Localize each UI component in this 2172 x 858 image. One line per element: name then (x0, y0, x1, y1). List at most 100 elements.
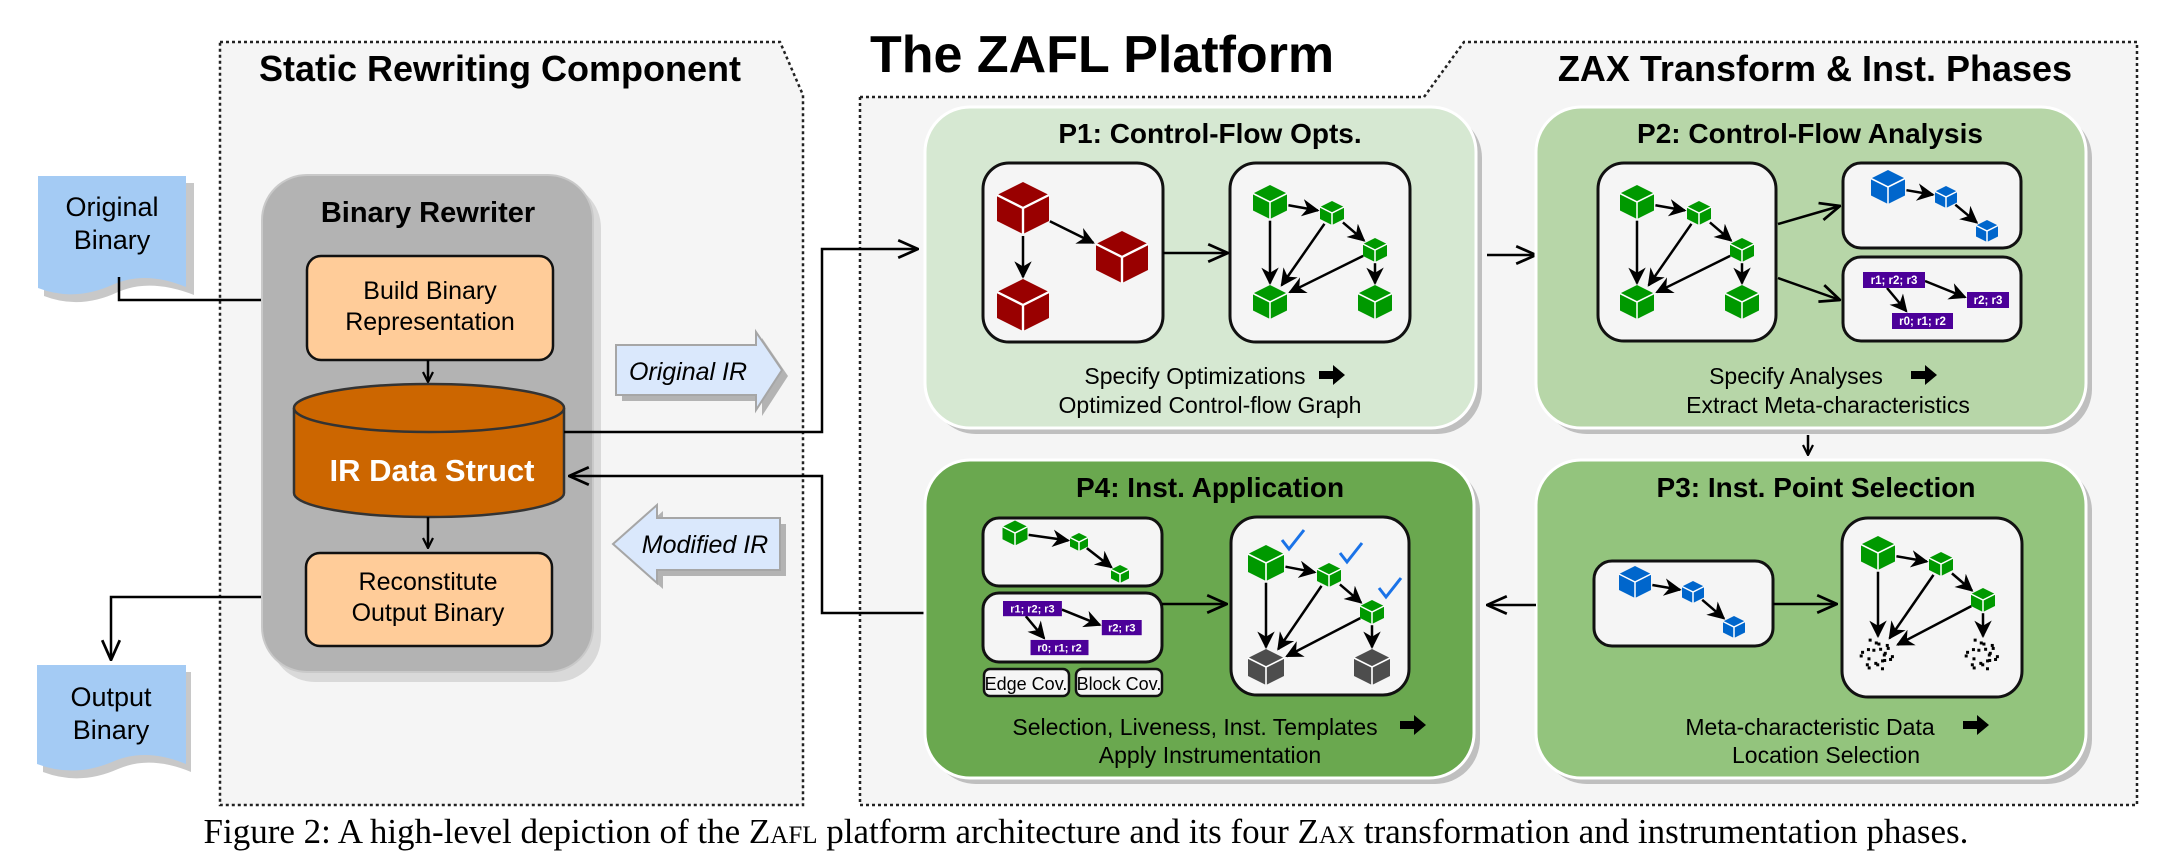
static-component-title: Static Rewriting Component (259, 48, 741, 89)
modified-ir-arrow: Modified IR (611, 502, 786, 589)
cfg-edge (1888, 574, 1935, 640)
p2-right-arrow-icon (1911, 365, 1937, 385)
block-coverage-option: Block Cov. (1074, 667, 1164, 698)
svg-text:r0; r1; r2: r0; r1; r2 (1037, 643, 1081, 655)
p3-right-arrow-icon (1963, 715, 1989, 735)
liveness-label: r2; r3 (1967, 292, 2009, 308)
output-binary-doc: Output Binary (37, 665, 191, 779)
caption-zax-initial: Z (1297, 812, 1319, 851)
p1-title: P1: Control-Flow Opts. (1058, 118, 1361, 149)
cube-icon (1934, 186, 1958, 208)
cube-icon (1619, 185, 1655, 219)
original-binary-line2: Binary (74, 225, 151, 255)
cube-icon (996, 182, 1050, 234)
ir-data-struct-cylinder: IR Data Struct (292, 382, 566, 519)
p2-line2: Extract Meta-characteristics (1686, 392, 1970, 418)
p1-line1: Specify Optimizations (1084, 363, 1305, 389)
output-binary-line1: Output (70, 682, 152, 712)
p4-line1: Selection, Liveness, Inst. Templates (1012, 714, 1377, 740)
p1-line2: Optimized Control-flow Graph (1059, 392, 1362, 418)
caption-zafl-initial: Z (748, 812, 771, 851)
p3-title: P3: Inst. Point Selection (1657, 472, 1976, 503)
p1-right-arrow-icon (1319, 365, 1345, 385)
cube-icon (1975, 220, 1999, 242)
edge-ir-to-p1 (564, 249, 918, 434)
cfg-edge (1655, 254, 1731, 294)
cfg-edge (1086, 547, 1113, 569)
liveness-label: r1; r2; r3 (1003, 601, 1062, 617)
binary-rewriter-title: Binary Rewriter (321, 197, 535, 229)
svg-text:r1; r2; r3: r1; r2; r3 (1010, 604, 1054, 616)
original-ir-arrow: Original IR (615, 328, 788, 416)
cube-icon (1110, 565, 1130, 583)
cube-icon (1357, 285, 1393, 319)
liveness-label: r1; r2; r3 (1863, 272, 1925, 288)
edge-coverage-label: Edge Cov. (985, 674, 1068, 694)
edge-reconstitute-to-output (111, 595, 306, 660)
caption-prefix: Figure 2: A high-level depiction of the (203, 812, 749, 851)
edge-p2-cfg-to-path (1777, 206, 1840, 226)
edge-p2-cfg-to-liveness (1777, 276, 1840, 300)
cube-icon (1970, 588, 1996, 612)
liveness-label: r2; r3 (1101, 620, 1142, 636)
cube-icon (1353, 649, 1391, 685)
reconstitute-line2: Output Binary (352, 599, 505, 627)
liveness-label: r0; r1; r2 (1892, 313, 1953, 329)
svg-text:r0; r1; r2: r0; r1; r2 (1899, 316, 1946, 328)
figure-caption: Figure 2: A high-level depiction of the … (0, 812, 2172, 852)
cube-icon (1870, 170, 1906, 204)
checkmark-icon (1280, 529, 1306, 552)
modified-ir-label: Modified IR (642, 531, 768, 559)
checkmark-icon (1338, 542, 1364, 565)
cfg-edge (1886, 287, 1908, 313)
cfg-edge (1285, 616, 1361, 658)
cfg-edge (1896, 550, 1929, 568)
cube-icon (996, 279, 1050, 331)
ir-data-struct-label: IR Data Struct (330, 453, 535, 488)
cube-icon (1724, 285, 1760, 319)
cfg-edge (1049, 220, 1095, 244)
cube-icon (1247, 649, 1285, 685)
cube-icon (1319, 201, 1345, 225)
p3-line1: Meta-characteristic Data (1685, 714, 1934, 740)
zax-title: ZAX Transform & Inst. Phases (1558, 48, 2072, 89)
cfg-edge (1954, 203, 1979, 224)
p4-title: P4: Inst. Application (1076, 472, 1344, 503)
build-representation-box: Build Binary Representation (305, 254, 555, 362)
cfg-edge (1024, 615, 1046, 640)
liveness-label: r0; r1; r2 (1030, 639, 1089, 656)
cube-icon (1928, 552, 1954, 576)
cfg-edge (1924, 279, 1967, 300)
p4-right-arrow-icon (1400, 715, 1426, 735)
p4-line2: Apply Instrumentation (1099, 742, 1321, 768)
cube-icon (1252, 285, 1288, 319)
cfg-edge (1280, 223, 1326, 287)
cube-icon (1359, 600, 1385, 624)
original-binary-line1: Original (65, 192, 158, 222)
edge-p4-to-ir (569, 476, 925, 615)
cube-icon (1686, 201, 1712, 225)
svg-text:r2; r3: r2; r3 (1108, 623, 1135, 635)
cfg-edge (1652, 578, 1682, 596)
binary-rewriter: Binary Rewriter Build Binary Representat… (261, 174, 601, 682)
cfg-edge (1951, 572, 1974, 592)
cfg-edge (1028, 529, 1071, 547)
cube-icon (1362, 238, 1388, 262)
cube-icon (1860, 536, 1896, 570)
cfg-edge (1647, 223, 1693, 287)
cfg-edge (1277, 585, 1323, 651)
cube-icon (1095, 231, 1149, 283)
cube-icon (1316, 563, 1342, 587)
cube-icon (1618, 566, 1652, 598)
cfg-edge (1061, 608, 1102, 628)
cfg-edge (1701, 598, 1726, 620)
cfg-edge (1339, 583, 1363, 604)
cube-icon (1722, 616, 1746, 638)
removed-block-icon (1964, 638, 1999, 671)
caption-zax-rest: ax (1318, 812, 1356, 851)
cube-icon (1247, 545, 1285, 581)
cfg-edge (1285, 560, 1317, 578)
svg-text:r2; r3: r2; r3 (1974, 295, 2003, 307)
phase-p4: P4: Inst. Application Edge Cov. Block Co… (923, 458, 1480, 784)
phase-p3: P3: Inst. Point Selection Meta-character… (1534, 458, 2092, 784)
